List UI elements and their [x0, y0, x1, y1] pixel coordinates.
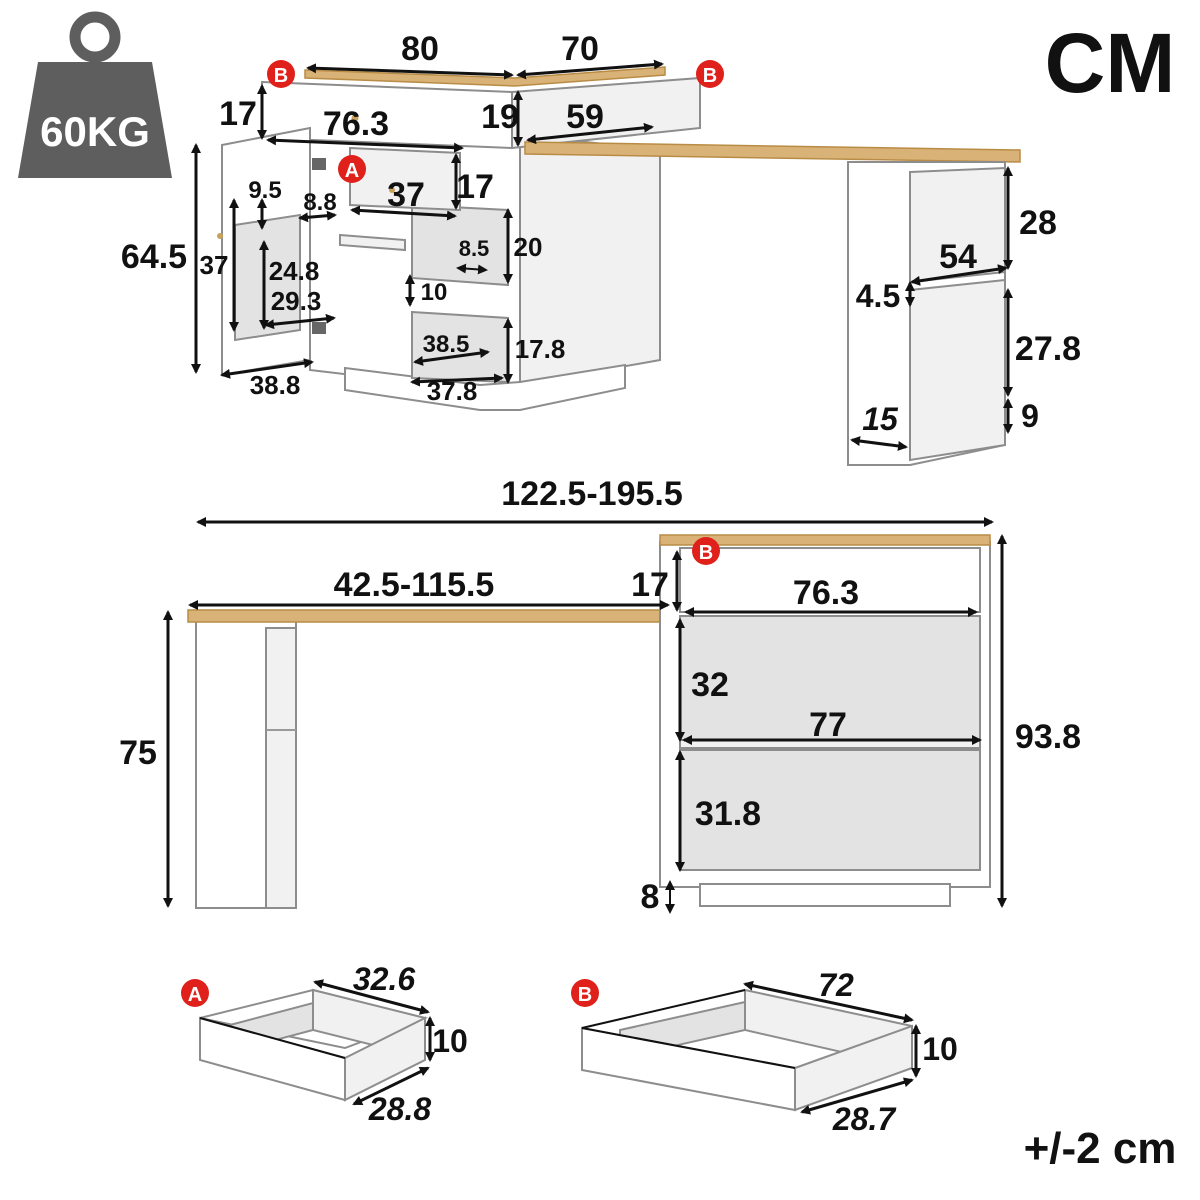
dim-cabinet-height: 64.5	[121, 238, 187, 276]
dim-drawer-b-depth: 28.7	[832, 1101, 897, 1137]
dim-door-width: 38.8	[250, 370, 301, 400]
drawer-b-dimensions	[743, 980, 921, 1115]
dim-total-width: 122.5-195.5	[501, 475, 683, 513]
dim-front-drawer-width: 76.3	[793, 574, 859, 612]
svg-text:B: B	[703, 65, 717, 87]
dim-door-inner-width: 29.3	[271, 286, 322, 316]
top-view-dimensions	[191, 59, 1013, 451]
front-upper-shelf	[679, 615, 981, 743]
weight-label: 60KG	[40, 108, 150, 155]
front-drawer-b	[679, 547, 981, 613]
desk-top	[524, 141, 1021, 163]
dim-drawer-height: 17	[219, 95, 257, 133]
front-view-labels: 122.5-195.5 42.5-115.5 17 76.3 75 32 77 …	[119, 475, 1081, 916]
dim-inner-drawer-height: 17	[456, 168, 494, 206]
dim-lower-depth: 38.5	[423, 331, 470, 358]
front-view-dimensions	[163, 517, 1007, 914]
dim-upper-shelf: 32	[691, 666, 729, 704]
dim-door-inner-height: 24.8	[269, 256, 320, 286]
unit-label: CM	[1045, 16, 1176, 110]
dim-hinge-gap: 8.8	[303, 189, 336, 216]
drawer-a	[199, 988, 429, 1102]
dim-side-drawer-height: 19	[481, 98, 519, 136]
dim-desk-width: 42.5-115.5	[334, 566, 495, 604]
dim-inner-drawer-width: 37	[387, 176, 425, 214]
interior-shelf	[339, 233, 406, 252]
tolerance-label: +/-2 cm	[1024, 1124, 1177, 1173]
dim-drawer-b-width: 72	[818, 967, 854, 1003]
svg-text:B: B	[699, 542, 713, 564]
dim-leg-height: 75	[119, 734, 157, 772]
dim-desk-gap: 4.5	[856, 278, 900, 314]
badge-a-top: A	[338, 155, 366, 183]
dim-top-width-right: 70	[561, 30, 599, 68]
drawer-a-dimensions	[313, 979, 435, 1106]
front-view	[187, 534, 991, 909]
dim-desk-depth: 54	[939, 238, 977, 276]
hinge-icon	[312, 158, 326, 170]
door-knob	[217, 233, 223, 239]
svg-text:A: A	[188, 984, 202, 1006]
dim-base-height: 8	[641, 878, 660, 916]
dim-drawer-a-height: 10	[432, 1023, 468, 1059]
badge-b-left: B	[267, 60, 295, 88]
badge-b-right: B	[696, 60, 724, 88]
cabinet-top	[304, 66, 666, 87]
badge-b-front: B	[692, 537, 720, 565]
weight-icon: 60KG	[18, 11, 172, 178]
hinge-icon	[312, 322, 326, 334]
dim-lower-shelf: 31.8	[695, 795, 761, 833]
front-base	[699, 883, 951, 907]
svg-text:B: B	[274, 65, 288, 87]
dim-lower-height: 17.8	[515, 334, 566, 364]
svg-text:A: A	[345, 160, 359, 182]
dim-drawer-width: 76.3	[323, 105, 389, 143]
front-desk-top	[187, 609, 671, 623]
inner-drawer-knob	[389, 187, 395, 193]
front-lower-shelf	[679, 749, 981, 871]
dim-desk-height-lower: 27.8	[1015, 330, 1081, 368]
dim-total-height: 93.8	[1015, 718, 1081, 756]
dim-side-drawer-width: 59	[566, 98, 604, 136]
dim-shelf-width: 77	[809, 706, 847, 744]
dim-drawer-b-height: 10	[922, 1031, 958, 1067]
front-desk-leg-side	[265, 627, 297, 909]
dim-top-width-left: 80	[401, 30, 439, 68]
dim-door-height: 37	[200, 250, 229, 280]
dim-desk-base: 9	[1021, 398, 1039, 434]
dim-base-width: 37.8	[427, 376, 478, 406]
top-view-labels: 80 70 17 76.3 19 59 64.5 37 9.5 8.8 37 1…	[121, 30, 1081, 437]
desk-leg-shelf	[909, 278, 1006, 462]
svg-text:B: B	[578, 984, 592, 1006]
dim-drawer-a-width: 32.6	[353, 961, 415, 997]
dim-desk-leg-width: 15	[862, 401, 899, 437]
dim-cubby-gap: 10	[421, 279, 448, 306]
dim-cubby-height: 20	[514, 232, 543, 262]
dim-cubby-depth: 8.5	[459, 236, 490, 261]
front-cabinet-top	[659, 534, 991, 546]
badge-a-drawer: A	[181, 979, 209, 1007]
drawer-knob	[351, 114, 359, 122]
badge-b-drawer: B	[571, 979, 599, 1007]
dim-front-drawer-height: 17	[631, 566, 669, 604]
dim-drawer-a-depth: 28.8	[368, 1091, 431, 1127]
dim-shelf-gap: 9.5	[248, 177, 281, 204]
dim-desk-height-upper: 28	[1019, 204, 1057, 242]
